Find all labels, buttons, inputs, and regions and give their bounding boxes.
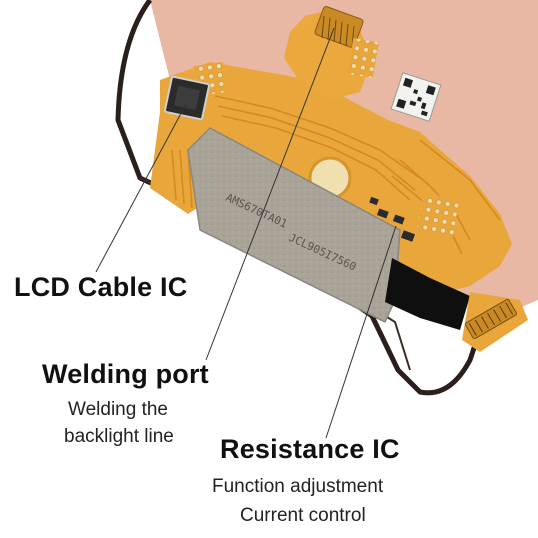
welding-port-leader	[205, 27, 335, 361]
lcd-cable-ic-leader	[95, 103, 187, 273]
resistance-ic-desc-line-1: Function adjustment	[212, 476, 384, 497]
lcd-cable-ic-label: LCD Cable IC	[14, 272, 188, 302]
resistance-ic-desc-line-2: Current control	[240, 505, 366, 526]
lcd-cable-ic-die	[174, 85, 200, 111]
welding-port-desc-line-2: backlight line	[64, 426, 174, 447]
right-connector-pins	[468, 302, 514, 336]
welding-port-label: Welding port	[42, 359, 209, 389]
pad-array-right	[416, 193, 460, 239]
pad-array-top	[347, 38, 379, 78]
black-flex-strip	[385, 258, 470, 330]
resistance-ic-label: Resistance IC	[220, 434, 400, 464]
welding-port-desc-line-1: Welding the	[68, 399, 168, 420]
resistance-ic-leader	[325, 225, 397, 439]
qr-code-pattern	[396, 77, 436, 117]
